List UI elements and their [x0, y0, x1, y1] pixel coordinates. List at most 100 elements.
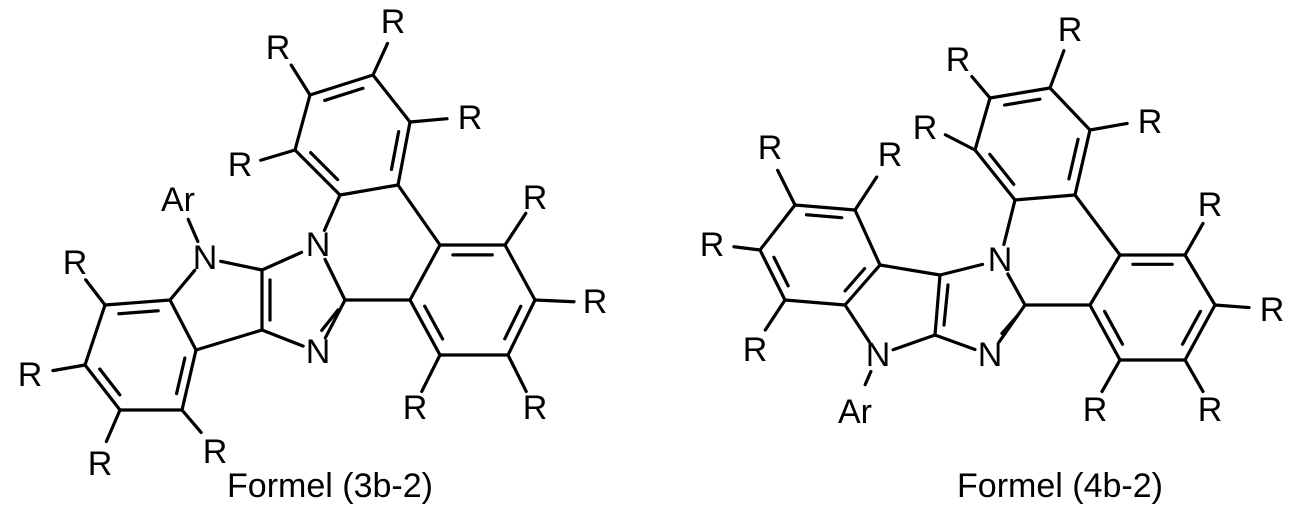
bond-lines [53, 43, 1249, 441]
bond [1050, 88, 1090, 130]
bond [1002, 315, 1018, 333]
bond [990, 88, 1050, 98]
caption-formel-4b-2: Formel (4b-2) [957, 467, 1163, 505]
bond [944, 285, 948, 325]
bond [262, 252, 302, 270]
bond [398, 185, 440, 245]
bond [505, 245, 535, 300]
bond [1090, 255, 1120, 305]
bond [508, 355, 526, 391]
bond [785, 300, 845, 305]
atom-label-r: R [1138, 103, 1163, 141]
atom-label-r: R [946, 41, 971, 79]
bond [935, 275, 940, 335]
bond [975, 150, 1015, 200]
atom-label-r: R [381, 3, 406, 41]
bond [170, 300, 196, 350]
atom-label-r: R [403, 389, 428, 427]
bond [373, 43, 387, 75]
bond [310, 75, 373, 95]
atom-label-r: R [63, 244, 88, 282]
bond [1185, 255, 1215, 305]
bond [106, 410, 120, 441]
bond [1075, 195, 1120, 255]
bond [262, 330, 303, 346]
atom-label-r: R [266, 29, 291, 67]
bond [880, 265, 940, 275]
bond [940, 264, 983, 275]
bond [990, 154, 1014, 184]
bond [391, 132, 398, 170]
bond [972, 77, 990, 98]
bond [1090, 123, 1127, 130]
bond [53, 365, 85, 371]
atom-label-n: N [866, 336, 891, 374]
bond [1005, 99, 1040, 105]
bond [505, 213, 526, 245]
bond [1185, 223, 1203, 255]
atom-label-r: R [18, 356, 43, 394]
bond [177, 358, 185, 394]
bond [535, 300, 574, 302]
bond [422, 355, 440, 391]
bond [935, 335, 975, 350]
bond [795, 205, 855, 210]
bond [86, 280, 105, 305]
atom-label-r: R [1058, 11, 1083, 49]
bond [806, 215, 841, 218]
bond [295, 150, 340, 195]
bond [893, 335, 935, 350]
atom-label-n: N [988, 241, 1013, 279]
atom-label-n: N [306, 333, 331, 371]
atom-label-r: R [758, 129, 783, 167]
bond [182, 410, 201, 432]
bond [855, 177, 877, 210]
bond [85, 305, 105, 365]
bond [311, 153, 338, 180]
bond [261, 150, 295, 160]
bond [945, 135, 975, 150]
bond [760, 205, 795, 250]
bond [1004, 200, 1015, 244]
atom-label-r: R [458, 99, 483, 137]
atom-label-ar: Ar [161, 181, 195, 219]
atom-label-r: R [583, 283, 608, 321]
atom-label-r: R [1198, 391, 1223, 429]
caption-formel-3b-2: Formel (3b-2) [227, 467, 433, 505]
structure-4b-2-labels: R R R R R R R R N N N Ar R R R R Formel … [700, 11, 1285, 505]
bond [855, 210, 880, 265]
bond [1102, 360, 1120, 392]
bond [1015, 195, 1075, 200]
bond [325, 259, 345, 300]
bond [221, 261, 262, 270]
bond [765, 300, 785, 330]
bond [170, 270, 195, 300]
bond [119, 311, 158, 314]
bond [340, 185, 398, 195]
atom-label-r: R [913, 109, 938, 147]
structure-3b-2-labels: R R R R Ar N N N R R R R R R R R Formel … [18, 3, 608, 505]
bond [410, 119, 447, 122]
bond [975, 98, 990, 150]
bond [196, 330, 262, 350]
atom-label-r: R [88, 445, 113, 483]
bond [734, 247, 760, 250]
atom-label-r: R [523, 389, 548, 427]
atom-label-r: R [203, 433, 228, 471]
bond [1215, 305, 1249, 308]
bond [105, 300, 170, 305]
bond [295, 95, 310, 150]
atom-label-r: R [1198, 186, 1223, 224]
atom-label-r: R [1083, 391, 1108, 429]
atom-label-r: R [700, 226, 725, 264]
atom-label-r: R [228, 146, 253, 184]
atom-label-n: N [193, 239, 218, 277]
atom-label-ar: Ar [838, 393, 872, 431]
atom-label-n: N [978, 336, 1003, 374]
bond [100, 369, 120, 395]
bond [1185, 360, 1203, 392]
bond [778, 170, 795, 205]
bond [291, 65, 310, 95]
